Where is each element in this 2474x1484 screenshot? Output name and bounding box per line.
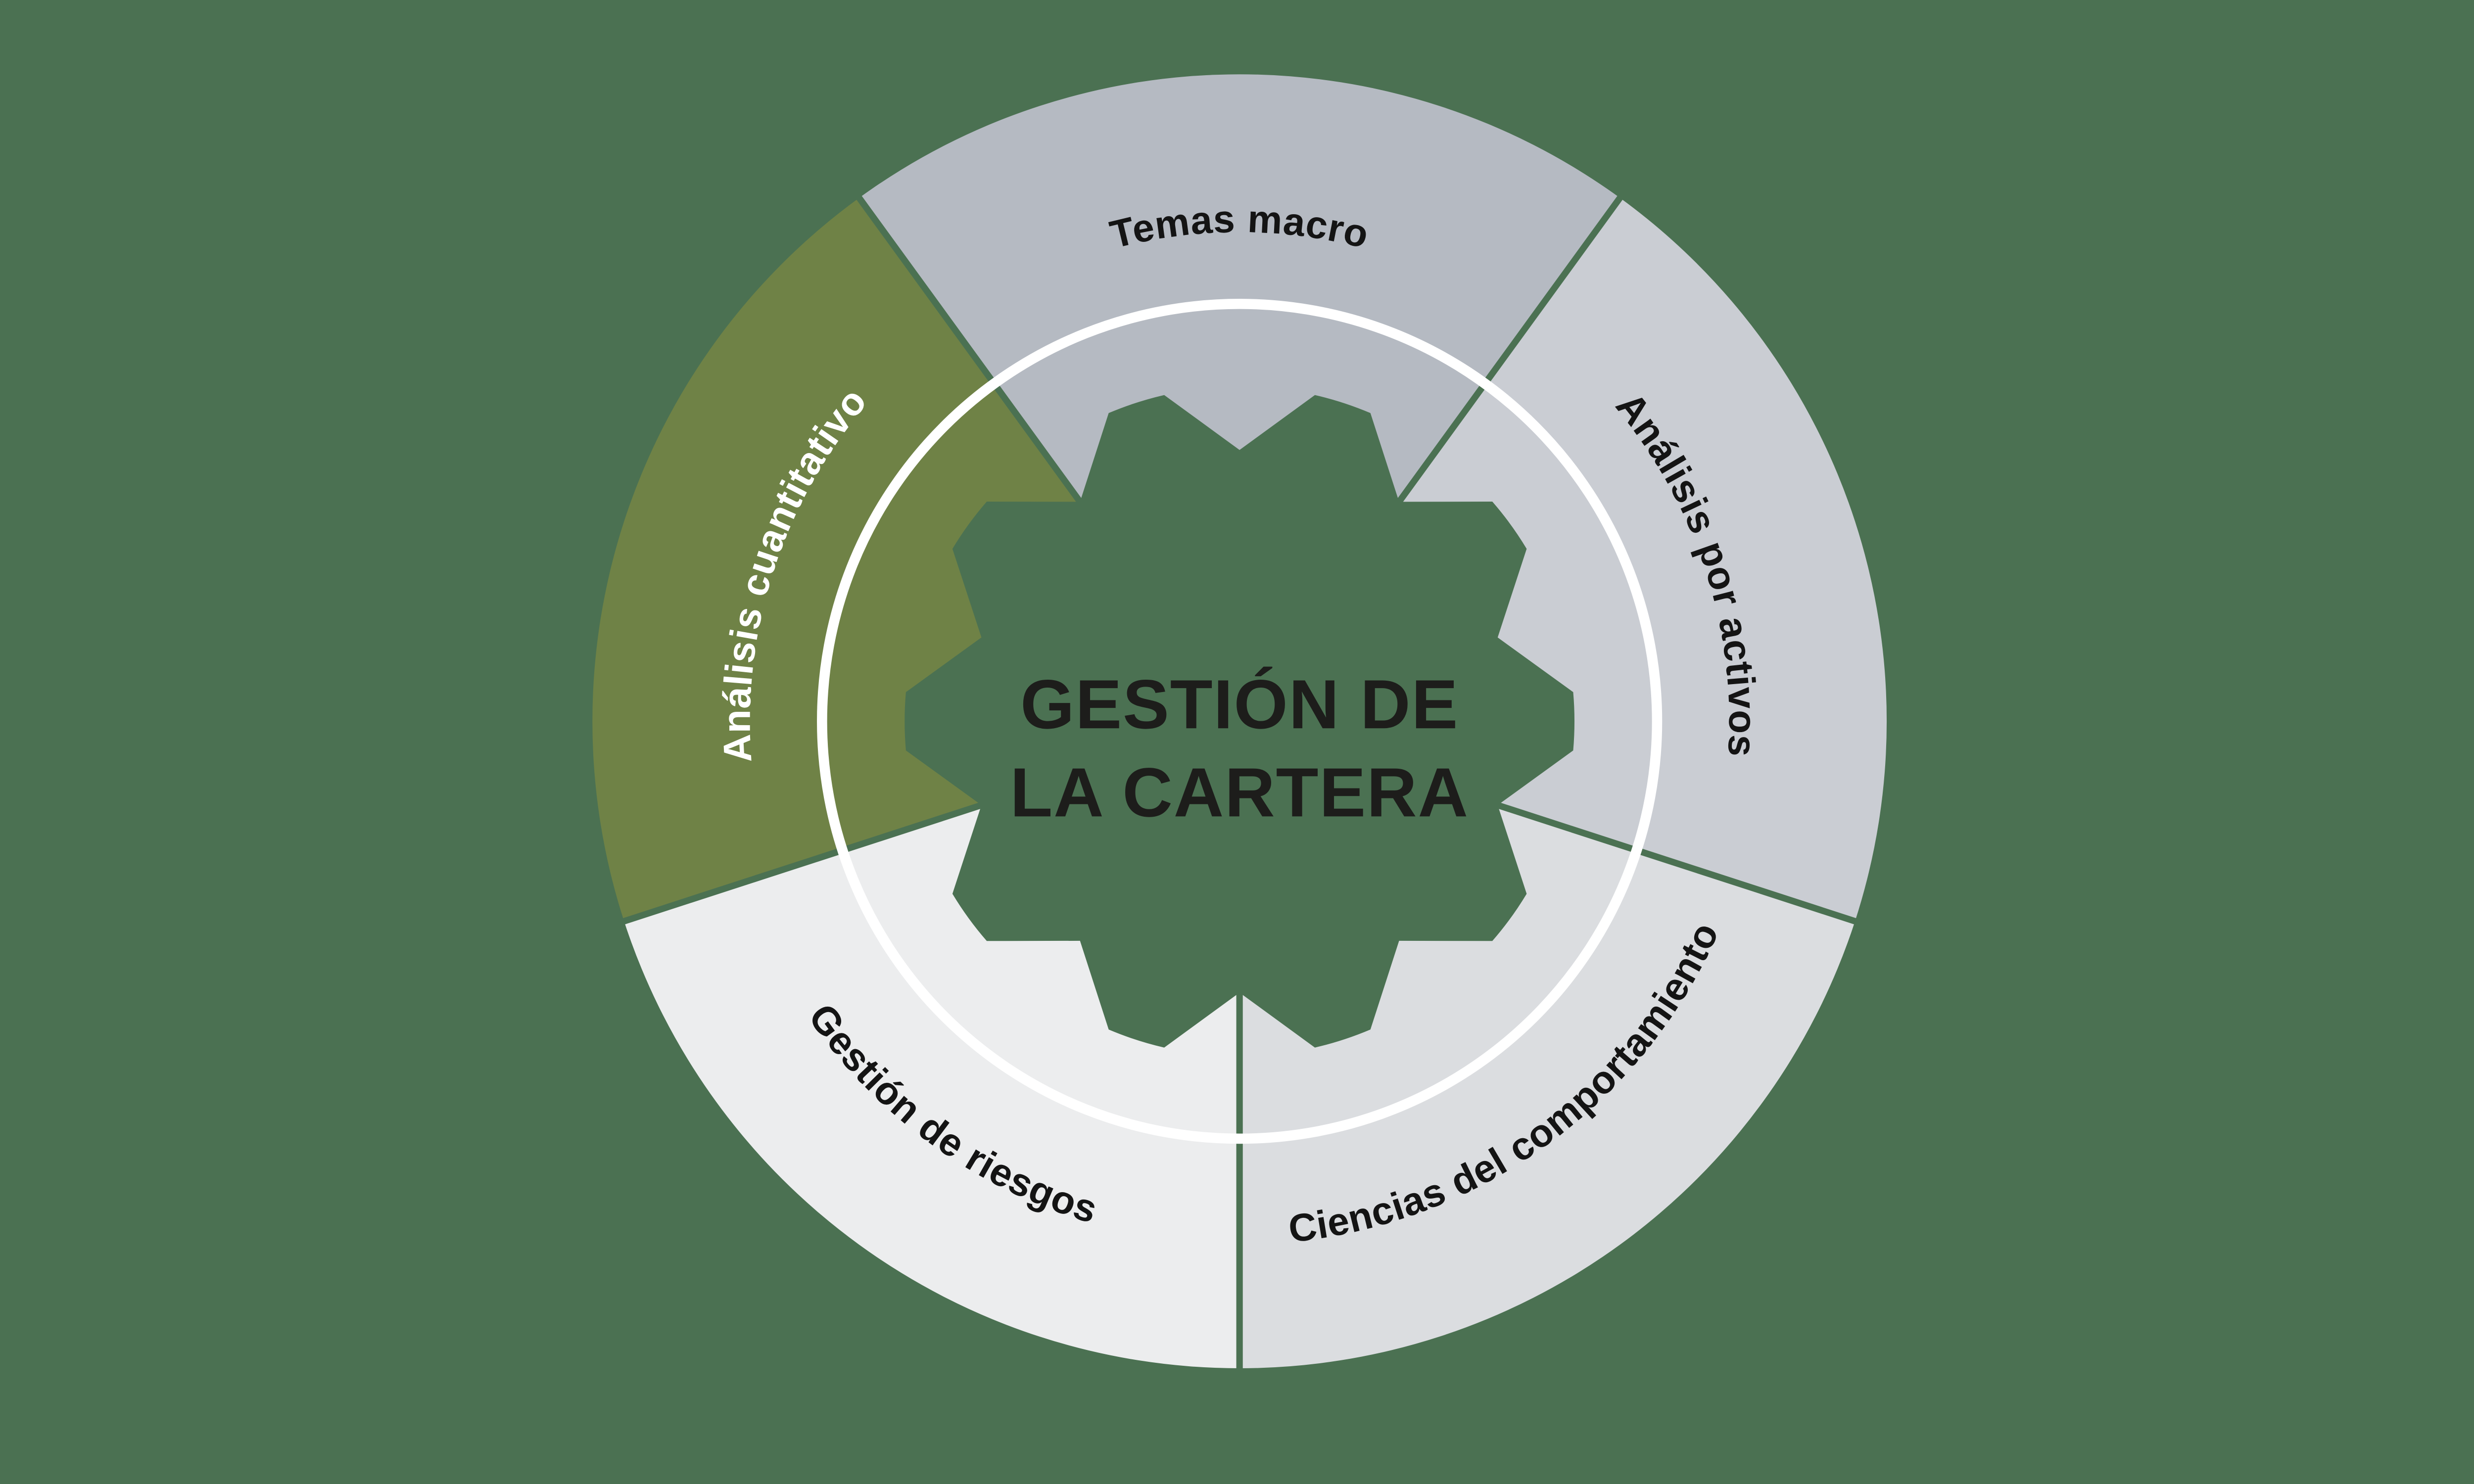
segment-dividers <box>622 195 1856 1369</box>
segment-wedges <box>592 74 1887 1368</box>
center-title: GESTIÓN DE LA CARTERA <box>1010 665 1469 831</box>
gear-hole <box>904 395 1575 1048</box>
segment-divider <box>622 797 996 925</box>
portfolio-management-cycle-diagram: Temas macro Análisis por activos Ciencia… <box>0 46 2474 1438</box>
segment-wedge-temas-macro <box>859 74 1620 721</box>
segment-divider <box>856 195 1091 515</box>
white-ring <box>817 298 1663 1144</box>
segment-divider <box>1388 195 1623 515</box>
center-title-line-2: LA CARTERA <box>1010 753 1469 831</box>
segment-divider <box>1483 797 1856 925</box>
segment-divider <box>1236 978 1243 1369</box>
center-title-line-1: GESTIÓN DE <box>1020 665 1459 743</box>
